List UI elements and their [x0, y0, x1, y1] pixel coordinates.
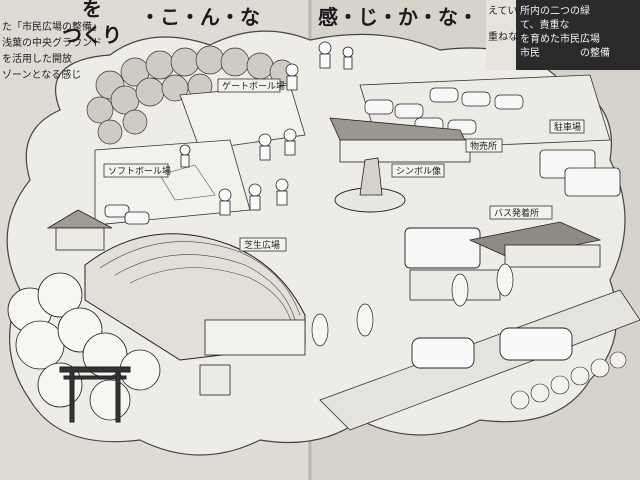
right-text-line: を育めた市民広場	[520, 32, 600, 45]
lawn-label-box	[239, 237, 287, 252]
softball-label: ソフトボール場	[108, 165, 171, 177]
header-fragment-bottom: つくり	[62, 23, 122, 47]
tree-cluster-top	[86, 45, 295, 145]
roadside-trees	[311, 263, 514, 347]
parked-cars-left	[104, 204, 150, 225]
right-text-line: の整備	[580, 46, 610, 59]
bus-terminal-label: バス発着所	[494, 207, 539, 219]
road	[319, 289, 640, 431]
bus-terminal: バス発着所	[404, 205, 602, 301]
left-text-column: た「市民広場の整備」 浅葉の中央グラウンド を活用した開放 ゾーンとなる感じ	[2, 20, 102, 81]
gateball-label: ゲートボール場	[222, 80, 285, 92]
people-figures	[179, 41, 354, 216]
symbol-label-box	[391, 163, 445, 178]
torii-gate	[59, 366, 131, 423]
lawn-plaza: 芝生広場	[239, 237, 287, 252]
left-text-line: を活用した開放	[2, 52, 72, 65]
right-text-line: 所内の二つの緑	[520, 4, 590, 17]
dome-hall	[84, 233, 306, 396]
title-right: 感・じ・か・な・	[318, 5, 478, 29]
gateball-label-box	[217, 78, 281, 93]
hedge-row	[510, 351, 627, 410]
symbol-label: シンボル像	[396, 165, 441, 177]
right-text-column: えています。 重ねながら、 所内の二つの緑 て、貴重な を育めた市民広場 市民 …	[486, 0, 640, 70]
parked-buses	[539, 149, 621, 197]
shop-label: 物売所	[470, 140, 497, 152]
bus	[404, 227, 481, 269]
right-text-line: 市民	[520, 46, 540, 59]
right-text-line: えています。	[488, 5, 547, 17]
left-text-line: 浅葉の中央グラウンド	[2, 36, 102, 49]
title-left: ・こ・ん・な	[140, 5, 260, 29]
parking-label-box	[549, 119, 585, 134]
softball-field: ソフトボール場	[94, 139, 251, 226]
road-cars	[411, 327, 573, 369]
lawn-label: 芝生広場	[244, 239, 280, 251]
gateball-field: ゲートボール場	[179, 78, 306, 151]
left-text-line: た「市民広場の整備」	[2, 20, 102, 33]
parking-label: 駐車場	[554, 121, 581, 133]
right-light-strip	[486, 0, 516, 70]
header-fragment-top: を	[82, 0, 102, 21]
right-text-line: 重ねながら、	[488, 30, 548, 43]
softball-label-box	[103, 163, 169, 178]
gazebo	[46, 209, 113, 251]
symbol-statue: シンボル像	[334, 157, 445, 213]
parked-cars-right	[364, 87, 524, 135]
left-text-line: ゾーンとなる感じ	[2, 68, 81, 81]
right-text-line: て、貴重な	[520, 18, 570, 31]
bus-terminal-label-box	[489, 205, 553, 220]
shop-building: 物売所	[329, 117, 503, 163]
shop-label-box	[465, 138, 503, 153]
